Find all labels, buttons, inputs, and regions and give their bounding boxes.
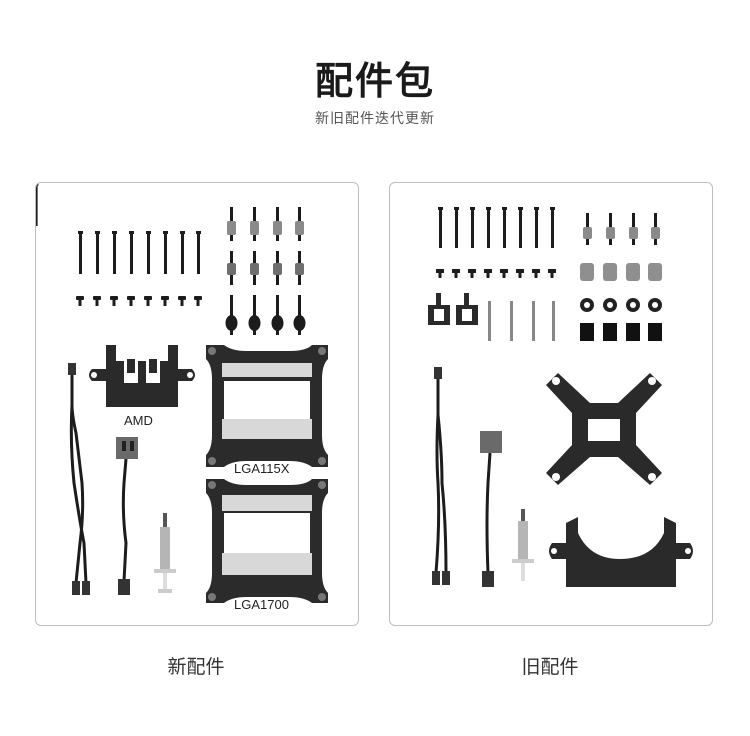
thermal-paste-syringe bbox=[154, 513, 176, 593]
amd-bracket-label: AMD bbox=[124, 413, 153, 428]
new-accessories-caption: 新配件 bbox=[167, 656, 225, 678]
amd-bracket bbox=[89, 345, 195, 407]
short-screw-set bbox=[436, 269, 556, 278]
spring-set bbox=[580, 263, 662, 281]
argb-cable bbox=[116, 437, 138, 595]
new-accessories-panel: AMD LGA115X LGA1700 bbox=[35, 182, 359, 626]
long-screw-set bbox=[438, 207, 555, 248]
fan-splitter-cable bbox=[432, 367, 450, 585]
argb-cable bbox=[480, 431, 502, 587]
amd-bridge-bracket bbox=[549, 517, 693, 587]
standoff-set bbox=[225, 207, 306, 335]
lga115x-bracket-label: LGA115X bbox=[234, 461, 290, 476]
washer-set bbox=[580, 298, 662, 312]
lga1700-bracket-label: LGA1700 bbox=[234, 597, 289, 612]
old-accessories-caption: 旧配件 bbox=[521, 656, 579, 678]
short-screw-set bbox=[76, 296, 202, 306]
new-parts-illustration bbox=[36, 183, 328, 603]
page-title: 配件包 bbox=[314, 59, 435, 103]
thermal-paste-syringe bbox=[512, 509, 534, 581]
old-parts-illustration bbox=[428, 207, 693, 587]
sleeve-set bbox=[580, 323, 662, 341]
intel-x-bracket bbox=[546, 373, 662, 485]
fan-splitter-cable bbox=[68, 363, 90, 595]
page-subtitle: 新旧配件迭代更新 bbox=[315, 111, 435, 127]
amd-clips bbox=[428, 293, 478, 325]
long-pins bbox=[488, 301, 555, 341]
long-screw-set bbox=[78, 231, 201, 274]
old-accessories-panel bbox=[389, 182, 713, 626]
lga115x-bracket bbox=[206, 345, 328, 467]
lga1700-bracket bbox=[206, 479, 328, 603]
long-screws bbox=[36, 183, 39, 226]
standoff-set bbox=[583, 213, 660, 245]
